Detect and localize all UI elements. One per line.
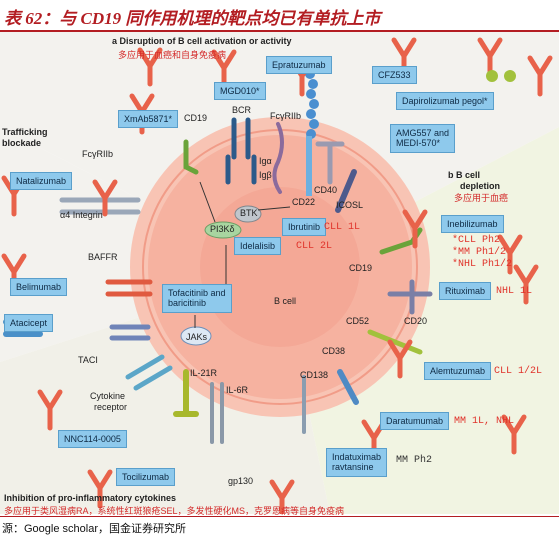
label-cd38: CD38 xyxy=(322,346,346,356)
indication-alemtuzumab: CLL 1/2L xyxy=(494,366,543,377)
footer: 源：Google scholar，国金证券研究所 xyxy=(0,516,559,537)
receptor-icosl xyxy=(335,169,357,213)
section-b-title: b B cell xyxy=(448,170,481,180)
drug-daratumumab: Daratumumab xyxy=(380,412,450,431)
section-a-title: a Disruption of B cell activation or act… xyxy=(112,36,292,46)
drug-idelalisib: Idelalisib xyxy=(234,237,282,256)
drug-natalizumab: Natalizumab xyxy=(10,172,73,191)
drug-tofacitinib: Tofacitinib and baricitinib xyxy=(162,284,232,313)
section-a-note: 多应用于血癌和自身免疫病 xyxy=(118,50,227,60)
drug-atacicept: Atacicept xyxy=(4,314,54,333)
receptor-cd52 xyxy=(367,329,423,355)
drug-indatuximab-line1: Indatuximab xyxy=(332,452,382,462)
indication-daratumumab: MM 1L, NHL xyxy=(454,416,515,427)
receptor-bcr xyxy=(225,117,257,185)
receptor-cd20 xyxy=(387,279,433,315)
receptor-cd38 xyxy=(337,369,359,405)
indication-inebilizumab-3: *NHL Ph1/2 xyxy=(452,259,513,270)
label-iga: Igα xyxy=(259,156,272,166)
label-jaks: JAKs xyxy=(186,332,208,342)
label-cytokine2: receptor xyxy=(94,402,128,412)
label-a4-integrin: α4 Integrin xyxy=(60,210,103,220)
label-fcgr-top: FcγRIIb xyxy=(270,111,302,121)
drug-mgd010: MGD010* xyxy=(214,82,266,101)
signal-arrows xyxy=(194,181,291,328)
title-bar: 表 62：与 CD19 同作用机理的靶点均已有单抗上市 xyxy=(0,0,559,32)
label-gp130: gp130 xyxy=(228,476,254,486)
label-cd20: CD20 xyxy=(404,316,428,326)
receptor-cd40 xyxy=(315,141,345,185)
section-d-note: 多应用于类风湿病RA，系统性红斑狼疮SEL，多发性硬化MS，克罗恩病等自身免疫病 xyxy=(4,506,345,516)
drug-nnc114: NNC114-0005 xyxy=(58,430,127,449)
drug-belimumab: Belimumab xyxy=(10,278,68,297)
label-cytokine: Cytokine xyxy=(90,391,126,401)
receptor-cytokine xyxy=(125,354,173,391)
receptor-cd19-top xyxy=(183,139,199,175)
indication-rituximab: NHL 1L xyxy=(496,286,533,297)
indication-ibrutinib: CLL 1L xyxy=(324,222,361,233)
receptor-il6r xyxy=(210,382,224,444)
drug-alemtuzumab: Alemtuzumab xyxy=(424,362,492,381)
drug-amg557: AMG557 and MEDI-570* xyxy=(390,124,456,153)
label-icosl: ICOSL xyxy=(336,200,364,210)
label-bcell: B cell xyxy=(274,296,297,306)
label-baffr: BAFFR xyxy=(88,252,118,262)
label-cd19-top: CD19 xyxy=(184,113,208,123)
drug-amg557-line2: MEDI-570* xyxy=(396,138,441,149)
peg-ball-2 xyxy=(504,70,516,82)
label-pi3k: PI3Kδ xyxy=(210,224,235,234)
drug-tocilizumab: Tocilizumab xyxy=(116,468,176,487)
label-taci: TACI xyxy=(78,355,98,365)
receptor-il21r xyxy=(173,369,199,417)
drug-tofacitinib-line2: baricitinib xyxy=(168,298,207,309)
page-title: 表 62：与 CD19 同作用机理的靶点均已有单抗上市 xyxy=(4,9,381,28)
receptor-fcgr-top xyxy=(272,122,284,194)
receptor-taci xyxy=(109,324,151,341)
receptor-cd22-stem xyxy=(306,136,312,196)
label-cd22: CD22 xyxy=(292,197,316,207)
section-b-title2: depletion xyxy=(460,181,500,191)
source-text: 源：Google scholar，国金证券研究所 xyxy=(2,523,186,535)
pi3k-node xyxy=(204,221,242,239)
label-cd40: CD40 xyxy=(314,185,338,195)
label-il6r: IL-6R xyxy=(226,385,249,395)
label-btk: BTK xyxy=(240,208,258,218)
label-fcgr-left: FcγRIIb xyxy=(82,149,114,159)
drug-amg557-line1: AMG557 and xyxy=(396,128,450,138)
drug-tofacitinib-line1: Tofacitinib and xyxy=(168,288,226,298)
receptor-baffr xyxy=(105,279,153,297)
label-igb: Igβ xyxy=(259,170,272,180)
receptor-a4-integrin xyxy=(59,197,141,215)
section-c-title2: blockade xyxy=(2,138,42,148)
btk-node xyxy=(234,205,262,223)
indication-inebilizumab-1: *CLL Ph2 xyxy=(452,235,501,246)
section-c-title: Trafficking xyxy=(2,127,48,137)
section-d-title: Inhibition of pro-inflammatory cytokines xyxy=(4,493,177,503)
label-cd138: CD138 xyxy=(300,370,329,380)
drug-dapirolizumab: Dapirolizumab pegol* xyxy=(396,92,494,111)
jaks-node xyxy=(180,326,212,346)
drug-cfz533: CFZ533 xyxy=(372,66,417,85)
drug-inebilizumab: Inebilizumab xyxy=(441,215,504,234)
drug-indatuximab: Indatuximab ravtansine xyxy=(326,448,388,477)
peg-ball-1 xyxy=(486,70,498,82)
label-cd19-right: CD19 xyxy=(349,263,373,273)
label-il21r: IL-21R xyxy=(190,368,218,378)
indication-indatuximab: MM Ph2 xyxy=(396,455,433,466)
drug-ibrutinib: Ibrutinib xyxy=(282,218,327,237)
indication-idelalisib: CLL 2L xyxy=(296,241,333,252)
indication-inebilizumab-2: *MM Ph1/2 xyxy=(452,247,507,258)
drug-epratuzumab: Epratuzumab xyxy=(266,56,332,75)
label-cd52: CD52 xyxy=(346,316,370,326)
section-b-note: 多应用于血癌 xyxy=(454,193,509,203)
drug-indatuximab-line2: ravtansine xyxy=(332,462,374,473)
drug-xmab5871: XmAb5871* xyxy=(118,110,179,129)
label-bcr: BCR xyxy=(232,105,252,115)
drug-rituximab: Rituximab xyxy=(439,282,492,301)
